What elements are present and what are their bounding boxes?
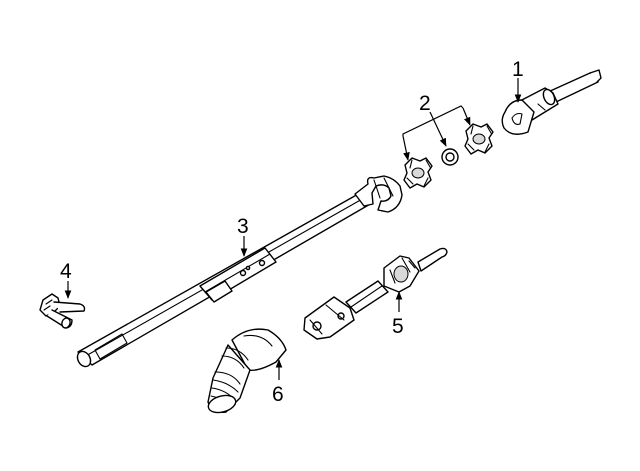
leader-2-left (402, 135, 410, 161)
callout-2: 2 (419, 92, 431, 115)
leader-2-center (429, 111, 447, 147)
retaining-pin-part-4 (39, 293, 86, 329)
lower-shaft-u-joint-part-5 (303, 247, 448, 340)
leader-lines (64, 78, 522, 380)
leader-2-right (462, 107, 471, 126)
universal-joint-cross-kit-part-2 (403, 123, 494, 189)
callout-4: 4 (60, 260, 72, 283)
intermediate-shaft-part-3 (76, 175, 403, 368)
callout-6: 6 (272, 383, 284, 406)
steering-boot-seal-part-6 (207, 328, 287, 414)
callout-5: 5 (392, 315, 404, 338)
callout-labels: 1 2 3 4 5 6 (60, 58, 524, 406)
upper-shaft-yoke-part-1 (501, 69, 602, 135)
leader-2-bracket (402, 105, 464, 136)
callout-3: 3 (237, 215, 249, 238)
callout-1: 1 (512, 58, 524, 81)
